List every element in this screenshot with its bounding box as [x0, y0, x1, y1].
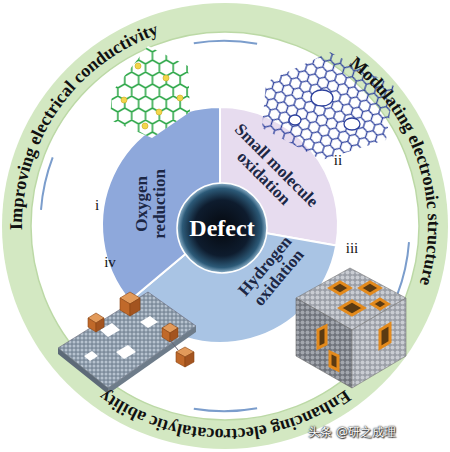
- callout-number: ii: [334, 152, 342, 169]
- center-circle: Defect: [176, 182, 268, 274]
- ring-label: Modulating electronic structure: [346, 52, 444, 287]
- pie-sector: Oxygen reduction: [133, 158, 169, 250]
- callout-number: iv: [104, 254, 116, 271]
- callout-number: i: [95, 197, 99, 214]
- ring-text: Modulating electronic structure: [346, 52, 444, 287]
- watermark: 头条 @研之成理: [308, 424, 396, 441]
- callout-number: iii: [346, 240, 359, 257]
- center-label: Defect: [176, 182, 268, 274]
- sector-label: Oxygen reduction: [133, 158, 169, 250]
